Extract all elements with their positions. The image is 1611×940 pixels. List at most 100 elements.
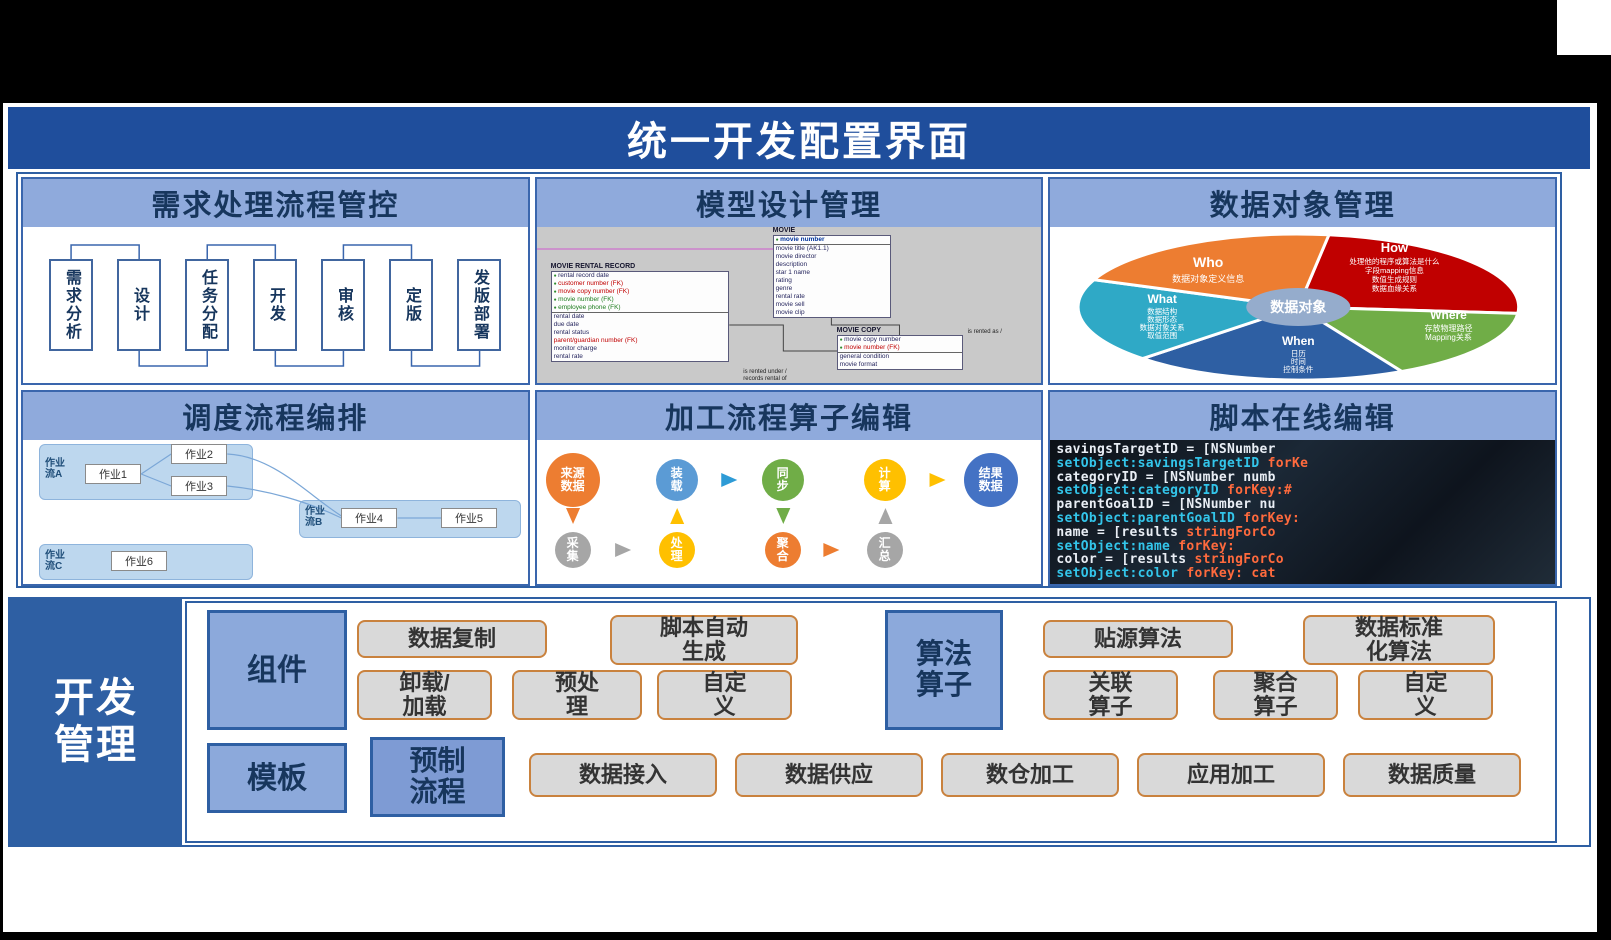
node-summarize: 汇总 [866,532,903,568]
panel-scheduling-title: 调度流程编排 [182,403,369,435]
dev-management-content: 组件 数据复制 脚本自动生成 卸载/加载 预处理 自定义 算法算子 贴源算法 数… [185,601,1557,843]
panel-processing-operators-header: 加工流程算子编辑 [536,392,1042,440]
algorithm-operator-label-box: 算法算子 [885,610,1003,730]
pie-label-line: 存放物理路径 [1425,323,1473,333]
job-box: 作业6 [111,551,167,571]
er-table-movie-rental-record: rental record date customer number (FK) … [550,271,729,362]
pie-label-line: 字段mapping信息 [1365,265,1424,275]
node-sync: 同步 [761,459,804,501]
er-row: customer number (FK) [552,280,728,288]
pie-slice-where [1293,305,1521,374]
pie-label-line: 日历 [1291,349,1307,358]
er-row: star 1 name [775,269,810,276]
er-row: movie format [839,361,878,368]
pie-label-line: Mapping关系 [1425,332,1472,342]
er-table-movie: movie number movie title (AK1.1) movie d… [772,235,891,318]
er-row: movie title (AK1.1) [773,244,890,253]
arrow-right-icon [614,543,631,557]
job-dependency-lines [140,453,442,519]
pie-slice-when [1138,305,1407,382]
button-warehouse-processing: 数仓加工 [941,753,1119,797]
er-row: rental rate [553,353,583,360]
node-compute: 计算 [863,459,906,501]
panel-model-design-body: is rented as / is rented under / records… [536,227,1042,383]
pie-label-line: 数据对象定义信息 [1173,273,1245,284]
button-custom-component: 自定义 [657,670,792,720]
button-data-standardization: 数据标准化算法 [1303,615,1495,665]
node-result-data: 结果数据 [963,453,1018,507]
panel-processing-operators: 加工流程算子编辑 来源数据 装载 同步 [534,390,1044,586]
template-label-box: 模板 [207,743,347,813]
pie-label-how: How [1381,240,1409,255]
er-label-rented-under: is rented under / [743,369,787,375]
flow-step: 定版 [389,259,433,351]
pie-label-line: 数据血缘关系 [1372,283,1418,293]
panel-model-design-title: 模型设计管理 [695,190,882,222]
dev-management-label: 管理 [54,723,138,767]
title-bar: 统一开发配置界面 [8,107,1590,169]
node-collect: 采集 [554,532,591,568]
job-flow-a-label: 作业流A [45,458,65,480]
panel-script-editor-body: savingsTargetID = [NSNumber setObject:sa… [1050,440,1555,584]
flow-step: 开发 [253,259,297,351]
code-line: savingsTargetID = [NSNumber [1056,443,1276,457]
button-custom-algorithm: 自定义 [1358,670,1493,720]
operator-arrows [565,473,946,557]
panel-scheduling-body: 作业流A 作业流B 作业流C 作业1 作业2 作业3 作业4 作业5 作业6 [23,440,528,584]
panel-requirements-title: 需求处理流程管控 [151,190,400,222]
arrow-down-icon [565,508,580,524]
button-application-processing: 应用加工 [1137,753,1325,797]
node-source-data: 来源数据 [545,453,600,507]
feature-grid: 需求处理流程管控 需求分析 设计 任务分配 开发 审核 [16,172,1562,588]
code-line: setObject:color forKey: cat [1056,567,1276,581]
button-data-quality: 数据质量 [1343,753,1521,797]
er-label-records: records rental of [743,376,787,382]
pie-slice-how [1296,233,1521,315]
job-box: 作业1 [85,464,141,484]
job-box: 作业2 [171,444,227,464]
flow-step: 设计 [117,259,161,351]
job-box: 作业5 [441,508,497,528]
panel-data-object-body: Who 数据对象定义信息 How 处理他的程序或算法是什么 字段mapping信… [1050,227,1555,383]
er-row: movie copy number [838,336,962,344]
page-title: 统一开发配置界面 [627,120,971,164]
er-row: movie number (FK) [838,344,962,352]
er-relationship-lines: is rented as / is rented under / records… [536,248,1002,382]
er-entity-name: MOVIE [772,227,796,234]
er-row: rental record date [552,272,728,280]
pie-label-what: What [1148,292,1177,306]
button-preprocess: 预处理 [512,670,642,720]
data-object-pie: Who 数据对象定义信息 How 处理他的程序或算法是什么 字段mapping信… [1076,232,1521,382]
er-row: genre [775,285,793,292]
job-flow-b-label: 作业流B [305,506,325,528]
er-row: movie sell [775,301,805,308]
button-script-autogen: 脚本自动生成 [610,615,798,665]
panel-script-editor: 脚本在线编辑 savingsTargetID = [NSNumber setOb… [1048,390,1557,586]
panel-scheduling: 调度流程编排 作业流A 作业流B 作业流C [21,390,530,586]
code-line: setObject:savingsTargetID forKe [1056,456,1309,471]
er-row: movie number [774,236,890,244]
code-line: parentGoalID = [NSNumber nu [1056,498,1276,512]
arrow-right-icon [823,543,840,557]
panel-requirements-header: 需求处理流程管控 [23,179,528,227]
pie-label-line: 数据对象关系 [1140,322,1186,332]
pie-label-line: 数据形态 [1147,314,1178,324]
pie-label-line: 时间 [1291,356,1306,366]
flow-step: 任务分配 [185,259,229,351]
er-row: description [775,261,808,268]
pie-label-who: Who [1193,254,1223,270]
er-entity-name: MOVIE RENTAL RECORD [550,263,636,270]
er-row: movie copy number (FK) [552,288,728,296]
flow-step: 需求分析 [49,259,93,351]
panel-requirements: 需求处理流程管控 需求分析 设计 任务分配 开发 审核 [21,177,530,385]
flow-connector-lines [70,244,481,367]
job-box: 作业3 [171,476,227,496]
er-table-movie-copy: movie copy number movie number (FK) gene… [836,335,963,370]
pie-label-line: 数据结构 [1147,306,1178,316]
pie-slice-what [1076,278,1300,361]
button-source-algorithm: 贴源算法 [1043,620,1233,658]
pie-label-line: 处理他的程序或算法是什么 [1350,256,1441,266]
panel-data-object-title: 数据对象管理 [1209,190,1396,222]
er-row: rating [775,277,792,284]
code-line: setObject:parentGoalID forKey: [1056,511,1301,526]
